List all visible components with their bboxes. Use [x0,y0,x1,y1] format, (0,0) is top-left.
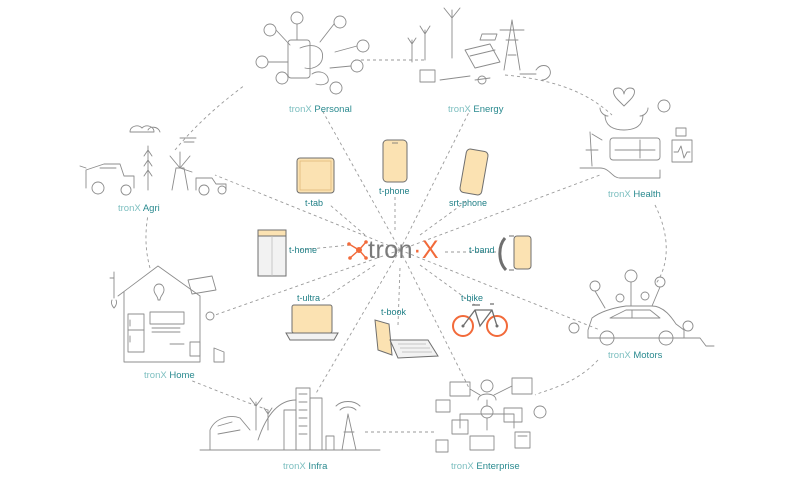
brand-main: tron [368,236,414,264]
energy-grid-icon [407,7,551,85]
node-name: Enterprise [476,461,520,472]
node-label-motors: tronX Motors [608,350,662,361]
wristband-icon [498,235,532,272]
device-label-tultra: t-ultra [297,293,321,303]
node-name: Infra [308,461,328,472]
enterprise-network-icon [435,377,547,453]
node-prefix: tronX [608,189,631,200]
device-spokes [299,195,500,326]
device-label-tphone: t-phone [379,186,410,196]
device-label-tbike: t-bike [461,293,484,303]
node-label-home: tronX Home [144,370,195,381]
node-label-personal: tronX Personal [289,104,352,115]
device-label-thome: t-home [289,245,318,255]
center-brand-logo: tron·X [368,236,439,265]
node-name: Home [169,370,195,381]
city-infrastructure-icon [199,387,381,451]
node-prefix: tronX [118,203,141,214]
node-label-energy: tronX Energy [448,104,503,115]
node-label-enterprise: tronX Enterprise [451,461,520,472]
agriculture-icon [79,125,227,196]
home-hub-icon [257,229,287,277]
smart-home-icon [109,265,225,363]
smartphone-icon [459,148,489,196]
brand-x: X [421,236,440,264]
center-network-icon [347,240,368,260]
tablet-icon [296,157,335,194]
device-label-tband: t-band [469,245,495,255]
node-label-infra: tronX Infra [283,461,327,472]
personal-devices-icon [255,11,370,95]
bicycle-icon [452,303,508,337]
node-prefix: tronX [608,350,631,361]
node-name: Energy [473,104,504,115]
node-name: Motors [633,350,663,361]
phone-icon [382,139,408,183]
laptop-icon [285,304,339,341]
node-prefix: tronX [283,461,306,472]
convertible-book-icon [374,319,439,359]
outer-ring [145,59,667,433]
node-name: Agri [142,203,160,214]
node-name: Personal [314,104,352,115]
connected-car-icon [568,269,715,347]
node-prefix: tronX [448,104,471,115]
node-prefix: tronX [289,104,312,115]
device-label-srtphone: srt-phone [449,198,488,208]
health-care-icon [579,87,693,179]
outer-spokes [214,109,601,396]
device-label-ttab: t-tab [305,198,324,208]
node-label-agri: tronX Agri [118,203,160,214]
device-label-tbook: t-book [381,307,407,317]
brand-separator: · [413,236,422,264]
node-prefix: tronX [451,461,474,472]
node-prefix: tronX [144,370,167,381]
node-name: Health [633,189,661,200]
node-label-health: tronX Health [608,189,661,200]
